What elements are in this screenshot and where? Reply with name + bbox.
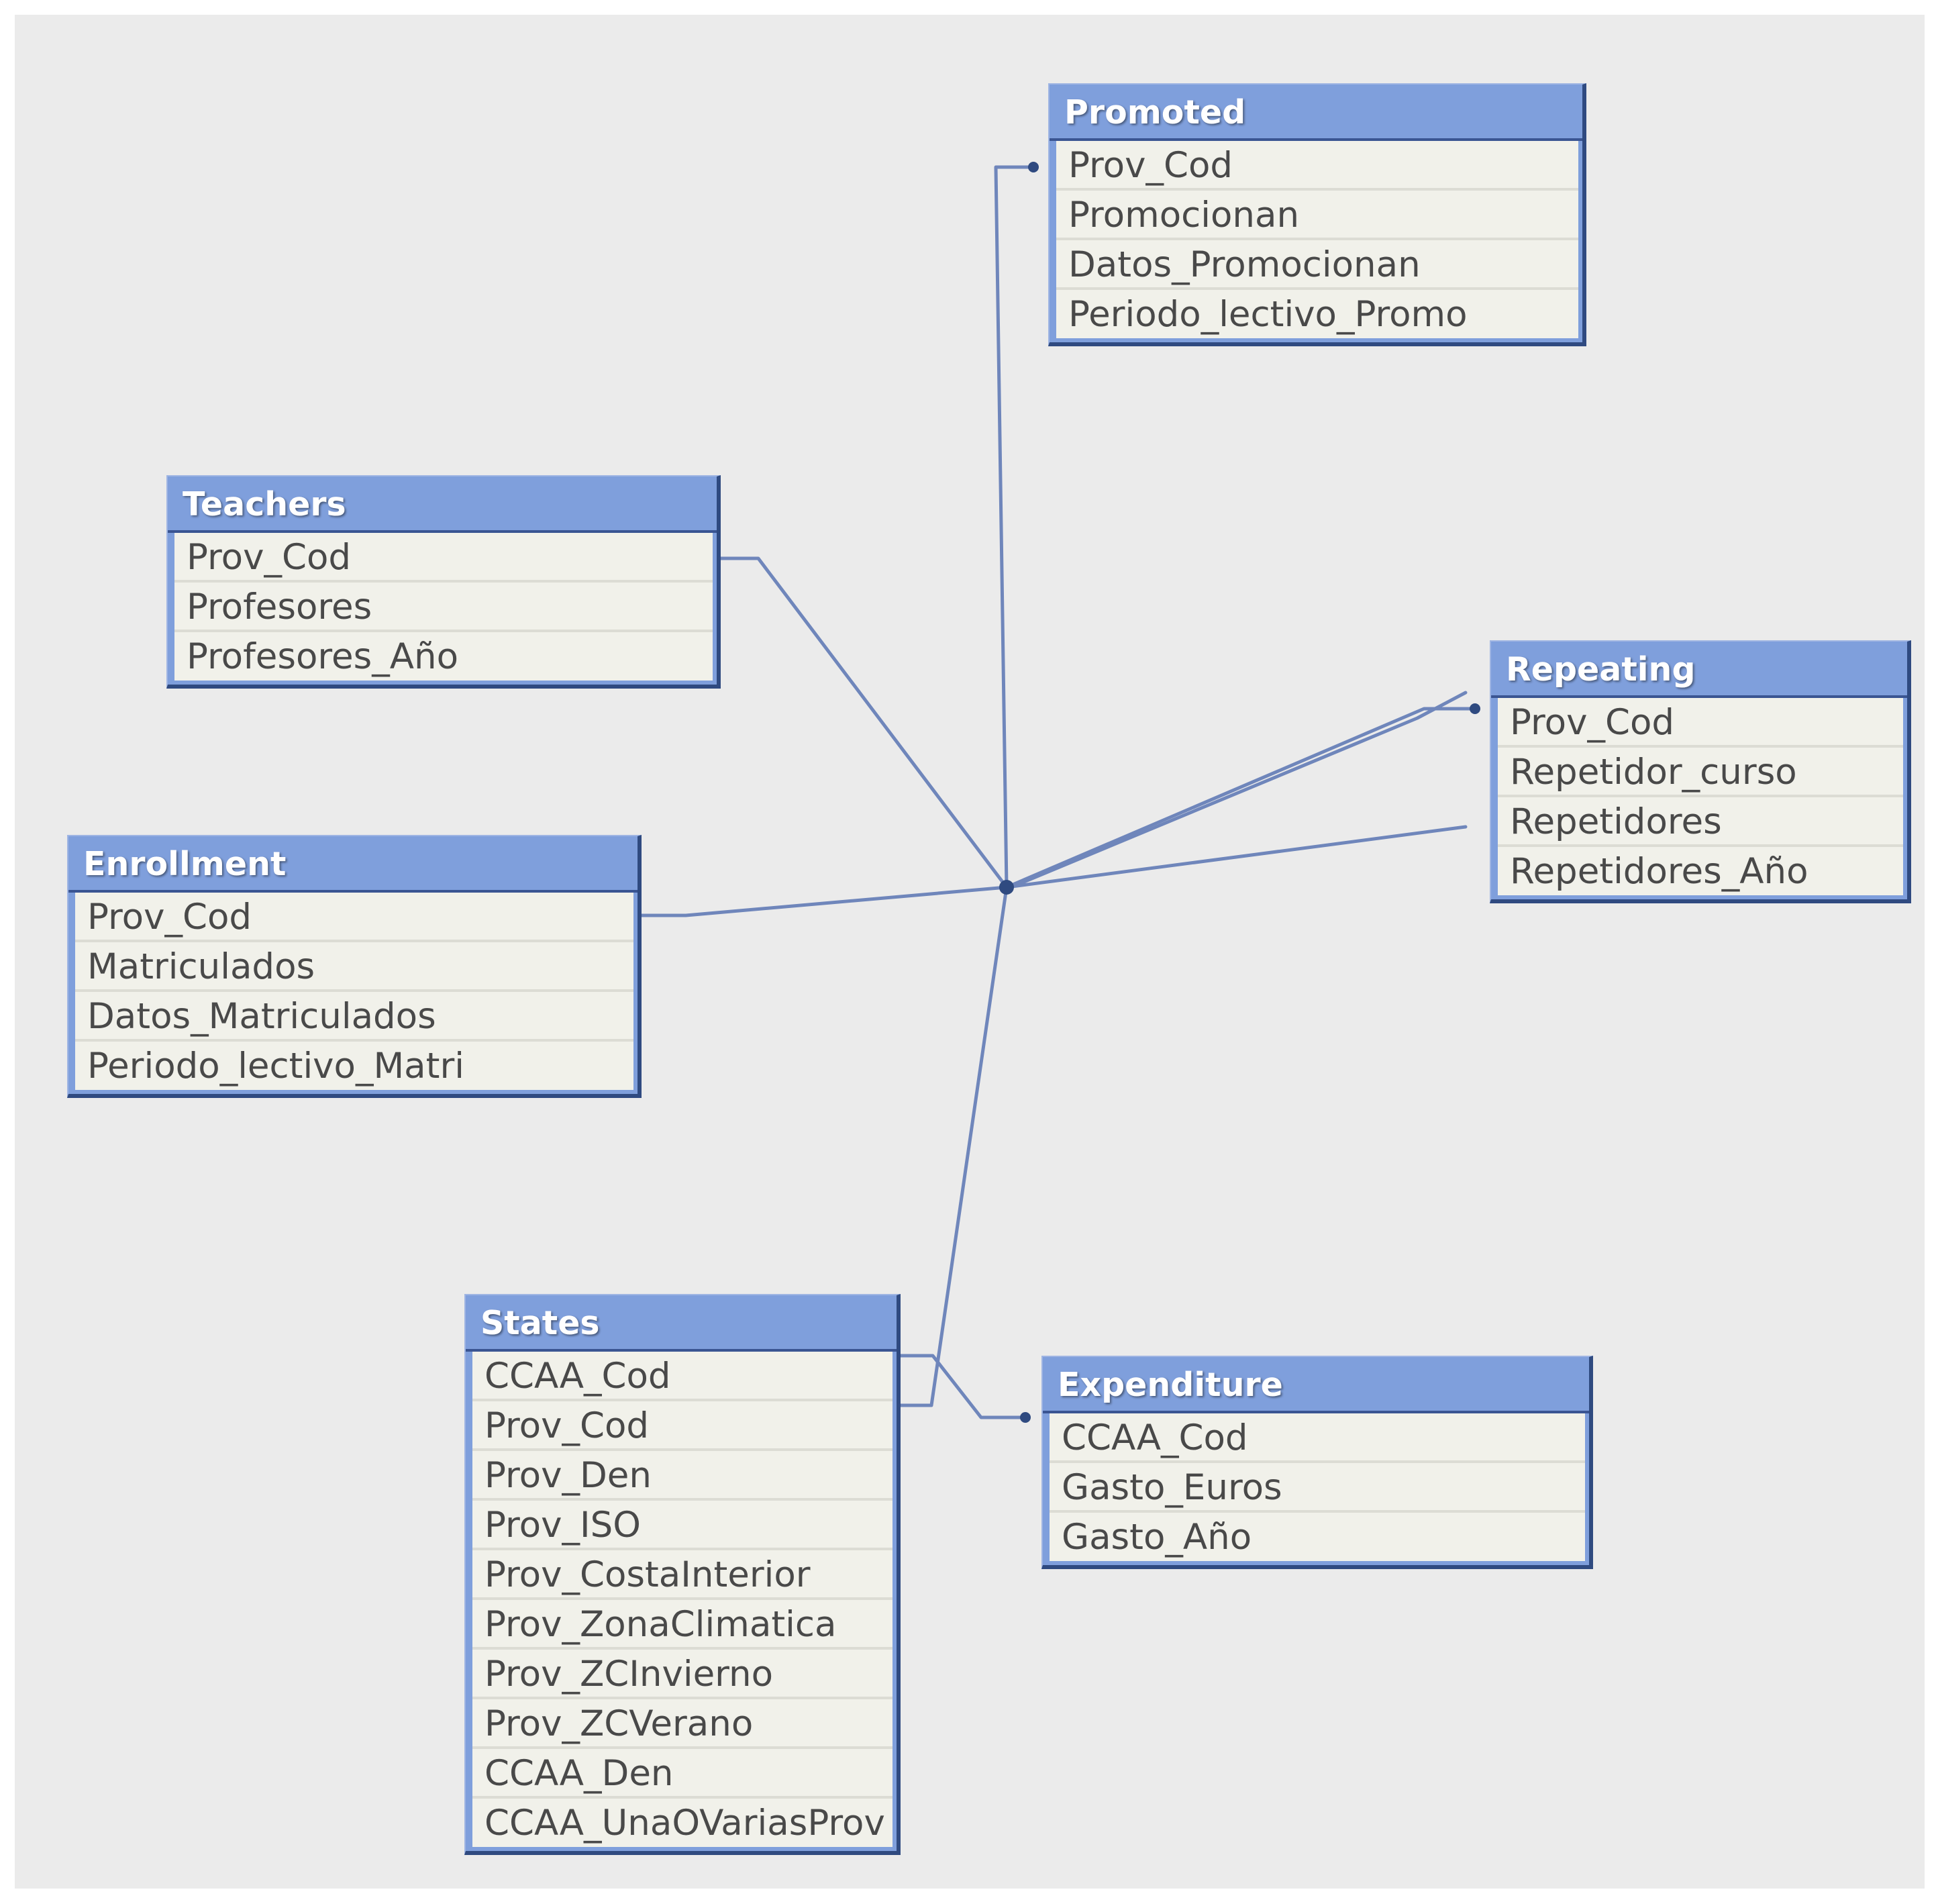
connector-repeating xyxy=(1470,703,1480,714)
field-row[interactable]: Prov_Den xyxy=(472,1451,892,1501)
field-row[interactable]: CCAA_UnaOVariasProv xyxy=(484,1803,885,1844)
field-row[interactable]: Prov_ISO xyxy=(472,1501,892,1550)
field-row[interactable]: Prov_Cod xyxy=(1498,698,1903,748)
link-teachers-hub xyxy=(711,556,1009,889)
field-row[interactable]: Prov_Cod xyxy=(174,533,713,583)
field-row[interactable]: Profesores xyxy=(174,583,713,632)
table-title[interactable]: Repeating xyxy=(1491,642,1907,698)
link-repeating-hub-2 xyxy=(1006,691,1468,891)
field-row[interactable]: Profesores_Año xyxy=(187,636,459,677)
field-row[interactable]: Prov_CostaInterior xyxy=(472,1550,892,1600)
link-promoted-hub xyxy=(994,165,1035,889)
field-row[interactable]: Prov_Cod xyxy=(1056,141,1578,191)
table-title[interactable]: Promoted xyxy=(1050,85,1582,141)
field-row[interactable]: Repetidores xyxy=(1498,797,1903,847)
field-row[interactable]: Gasto_Euros xyxy=(1050,1463,1585,1513)
field-row[interactable]: Matriculados xyxy=(75,942,633,992)
field-row[interactable]: CCAA_Den xyxy=(472,1749,892,1799)
field-row[interactable]: Periodo_lectivo_Matri xyxy=(87,1046,464,1087)
field-row[interactable]: Prov_ZCInvierno xyxy=(472,1650,892,1699)
field-row[interactable]: Periodo_lectivo_Promo xyxy=(1068,294,1468,335)
table-title[interactable]: Expenditure xyxy=(1043,1357,1589,1413)
connector-expenditure xyxy=(1020,1412,1031,1423)
table-title[interactable]: Teachers xyxy=(168,477,717,533)
link-repeating-hub-3 xyxy=(1005,825,1468,889)
field-row[interactable]: Repetidores_Año xyxy=(1510,851,1808,892)
link-states-expenditure xyxy=(881,1354,1027,1419)
field-row[interactable]: Promocionan xyxy=(1056,191,1578,240)
field-row[interactable]: Prov_Cod xyxy=(75,893,633,942)
field-row[interactable]: Prov_Cod xyxy=(472,1401,892,1451)
field-row[interactable]: Gasto_Año xyxy=(1062,1517,1252,1558)
hub-node xyxy=(999,880,1014,895)
field-row[interactable]: CCAA_Cod xyxy=(1050,1413,1585,1463)
field-row[interactable]: CCAA_Cod xyxy=(472,1352,892,1401)
field-row[interactable]: Datos_Promocionan xyxy=(1056,240,1578,290)
table-title[interactable]: States xyxy=(466,1295,897,1352)
field-row[interactable]: Datos_Matriculados xyxy=(75,992,633,1042)
field-row[interactable]: Prov_ZCVerano xyxy=(472,1699,892,1749)
field-row[interactable]: Prov_ZonaClimatica xyxy=(472,1600,892,1650)
field-row[interactable]: Repetidor_curso xyxy=(1498,748,1903,797)
link-repeating-hub xyxy=(1005,707,1477,889)
link-enrollment-hub xyxy=(633,885,1009,917)
table-title[interactable]: Enrollment xyxy=(68,836,638,893)
link-states-hub xyxy=(881,885,1009,1407)
connector-promoted xyxy=(1028,162,1039,172)
